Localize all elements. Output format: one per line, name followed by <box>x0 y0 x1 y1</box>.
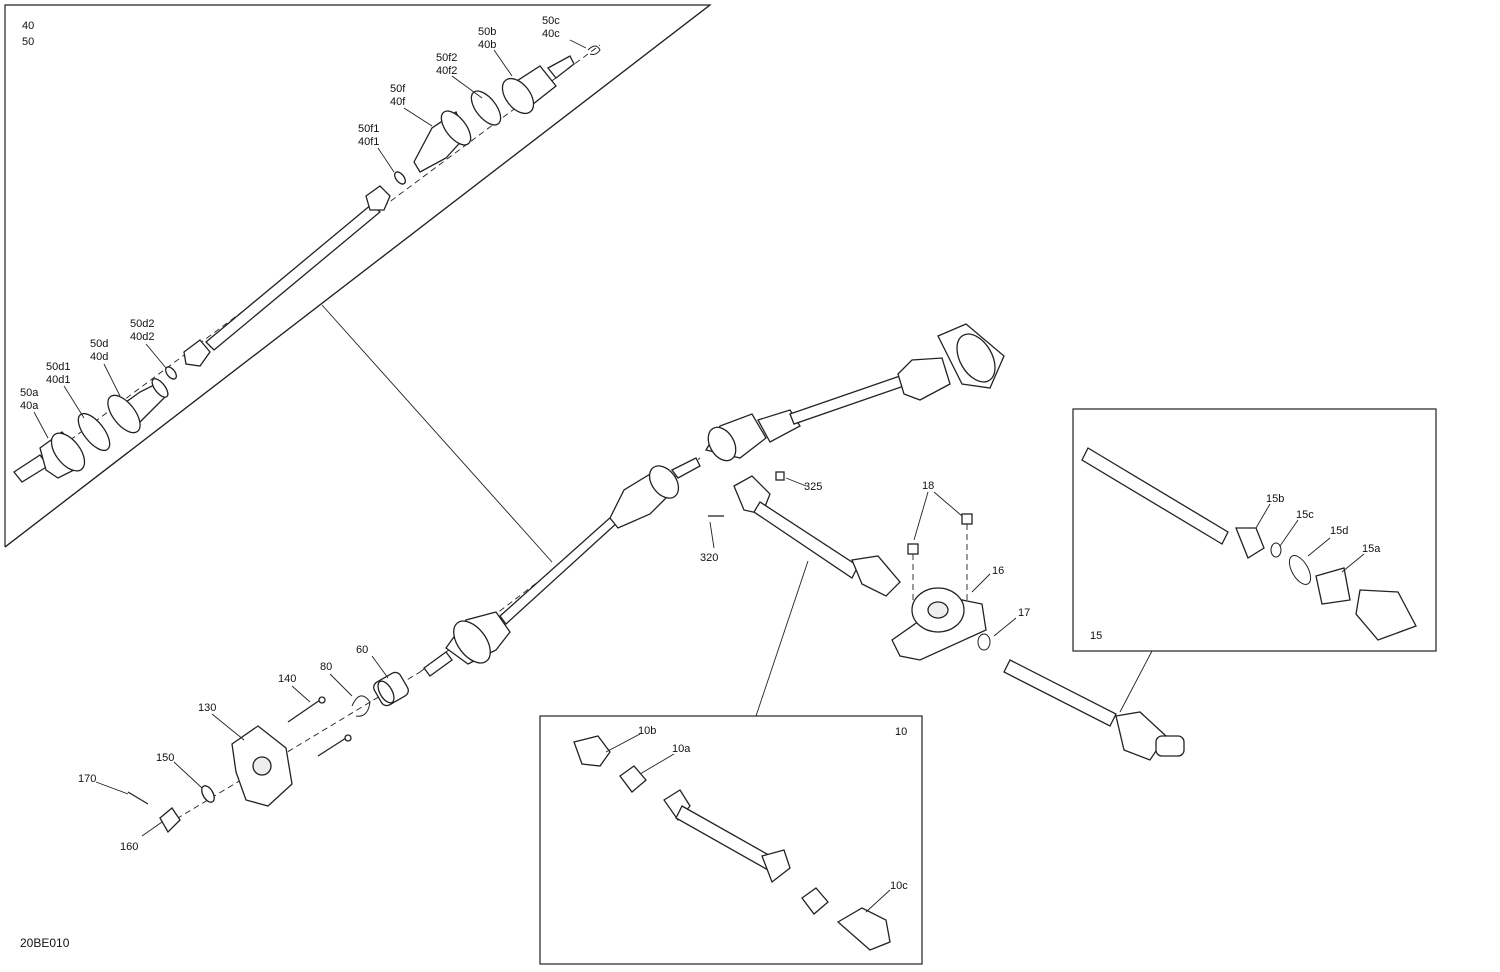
main-drive-shaft <box>419 323 1005 677</box>
cv-joint-outer-50a <box>13 431 86 483</box>
washer-150 <box>201 785 215 803</box>
callout-80: 80 <box>320 661 332 673</box>
callout-40f1: 40f1 <box>358 136 379 148</box>
callout-50b: 50b <box>478 26 496 38</box>
leader-lines <box>33 39 1365 913</box>
tripod-joint-inner <box>365 185 391 211</box>
callout-50d: 50d <box>90 338 108 350</box>
callout-320: 320 <box>700 552 718 564</box>
axle-parts-inset <box>13 44 601 483</box>
clamp-50d1 <box>77 412 111 452</box>
callout-60: 60 <box>356 644 368 656</box>
inset-label-50: 50 <box>22 36 34 48</box>
callout-10c: 10c <box>890 880 908 892</box>
ring-50f1 <box>394 171 406 185</box>
circlip-17 <box>977 633 991 651</box>
callout-15a: 15a <box>1362 543 1381 555</box>
inset-label-10: 10 <box>895 726 907 738</box>
callout-40d1: 40d1 <box>46 374 70 386</box>
callout-40a: 40a <box>20 400 39 412</box>
boot-50f <box>413 110 472 173</box>
inset-frame-right <box>1072 408 1437 713</box>
callout-18: 18 <box>922 480 934 492</box>
prop-shaft-group <box>708 471 1185 761</box>
callout-130: 130 <box>198 702 216 714</box>
inset-label-15: 15 <box>1090 630 1102 642</box>
callout-50f2: 50f2 <box>436 52 457 64</box>
callout-140: 140 <box>278 673 296 685</box>
inset-frame-bottom <box>539 560 923 965</box>
cv-housing-50b <box>501 55 575 115</box>
callout-15c: 15c <box>1296 509 1314 521</box>
callouts: 50c 40c 50b 40b 50f2 40f2 50f 40f 50f1 4… <box>20 15 1381 892</box>
callout-40d2: 40d2 <box>130 331 154 343</box>
callout-10b: 10b <box>638 725 656 737</box>
nut-160 <box>159 807 181 834</box>
callout-17: 17 <box>1018 607 1030 619</box>
tripod-joint <box>183 339 211 367</box>
diagram-code: 20BE010 <box>20 936 70 950</box>
cotter-pin-170 <box>127 791 149 805</box>
clamp-50f2 <box>470 90 502 126</box>
callout-50c: 50c <box>542 15 560 27</box>
callout-325: 325 <box>804 481 822 493</box>
circlip-80 <box>351 695 371 717</box>
callout-15d: 15d <box>1330 525 1348 537</box>
callout-40f: 40f <box>390 96 406 108</box>
callout-40d: 40d <box>90 351 108 363</box>
inset-label-40: 40 <box>22 20 34 32</box>
ring-50d2 <box>165 366 177 380</box>
callout-40b: 40b <box>478 39 496 51</box>
callout-160: 160 <box>120 841 138 853</box>
callout-40f2: 40f2 <box>436 65 457 77</box>
callout-10a: 10a <box>672 743 691 755</box>
callout-150: 150 <box>156 752 174 764</box>
hub-bearing-group <box>127 671 421 834</box>
callout-15b: 15b <box>1266 493 1284 505</box>
boot-50d <box>107 378 169 434</box>
callout-170: 170 <box>78 773 96 785</box>
callout-50d1: 50d1 <box>46 361 70 373</box>
inset-shaft <box>205 203 381 351</box>
callout-50d2: 50d2 <box>130 318 154 330</box>
callout-16: 16 <box>992 565 1004 577</box>
callout-40c: 40c <box>542 28 560 40</box>
callout-50f: 50f <box>390 83 406 95</box>
callout-50a: 50a <box>20 387 39 399</box>
callout-50f1: 50f1 <box>358 123 379 135</box>
inset-frame-top-left <box>4 4 712 563</box>
circlip-50c <box>587 45 601 55</box>
